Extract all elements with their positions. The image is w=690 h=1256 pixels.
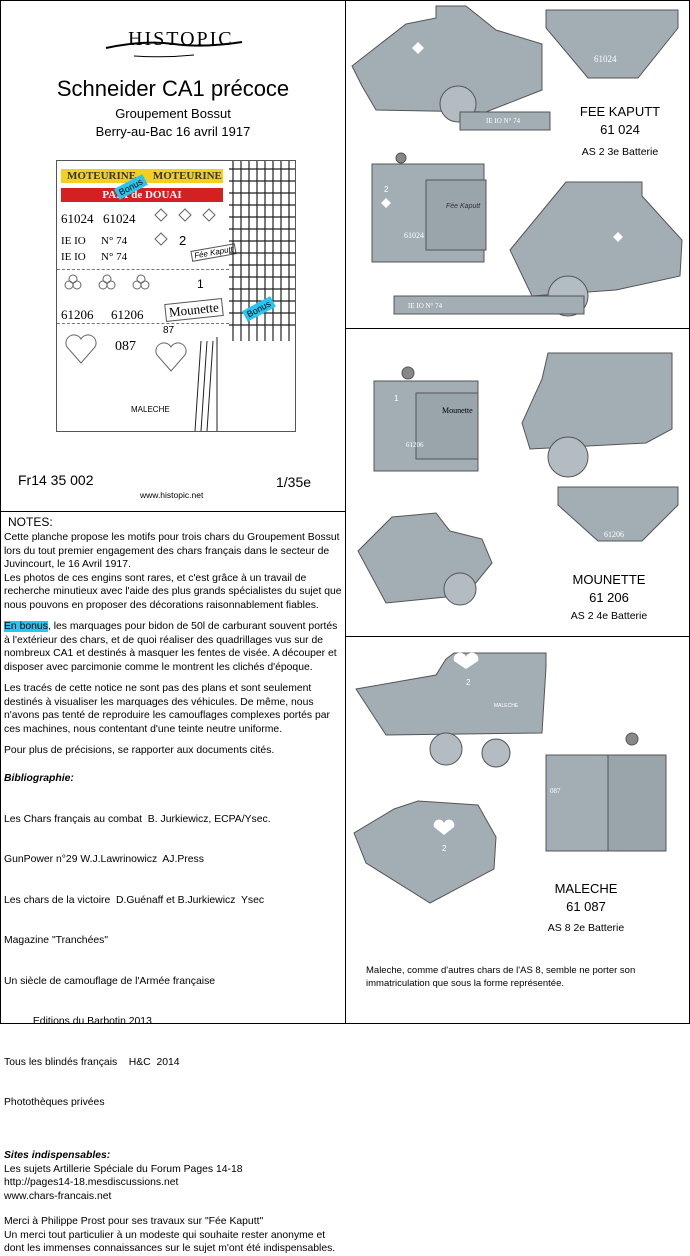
douai-label: DOUAI [144,189,182,201]
maleche-front-two: 2 [466,678,471,687]
decal-mounette: Mounette [164,298,224,322]
website-link[interactable]: www.histopic.net [140,490,204,500]
maleche-side-two: 2 [442,844,447,853]
notes-p1-text: Cette planche propose les motifs pour tr… [4,532,340,570]
sites-title: Sites indispensables: [4,1149,111,1161]
maleche-heart-icon [453,652,479,669]
decal-61206-a: 61206 [61,307,94,322]
decal-rail-4: N° 74 [101,251,128,263]
notes-p4: Pour plus de précisions, se rapporter au… [4,745,275,756]
maleche-number: 61 087 [566,899,606,914]
notes-p1: Cette planche propose les motifs pour tr… [4,531,344,572]
biblio-list: Les Chars français au combat B. Jurkiewi… [4,786,344,1137]
line-strips [194,337,218,431]
decal-rail-2: N° 74 [101,235,128,247]
biblio-item: Editions du Barbotin 2013 [4,1016,152,1027]
decal-rail-1: IE IO [61,235,86,247]
biblio-item: Photothèques privées [4,1097,105,1108]
maleche-name-decal: MALECHE [494,703,519,709]
club-icons [64,274,150,290]
decal-maleche: MALECHE [131,405,170,414]
notes-heading: NOTES: [8,515,53,529]
subtitle-group: Groupement Bossut [115,106,231,121]
biblio-item: Les chars de la victoire D.Guénaff et B.… [4,894,265,906]
decal-divider [57,269,229,270]
maleche-rear-number: 087 [550,787,561,795]
de-label: de [131,189,143,201]
notes-p1b-text: Les photos de ces engins sont rares, et … [4,572,342,611]
notes-p3: Les tracés de cette notice ne sont pas d… [4,683,331,735]
biblio-item: Un siècle de camouflage de l'Armée franç… [4,975,216,987]
maleche-drawings: 2 2 MALECHE 087 [353,652,667,904]
fee-kaputt-unit: AS 2 3e Batterie [581,146,659,158]
mounette-unit: AS 2 4e Batterie [570,610,648,622]
fee-rail-text-2: IE IO N° 74 [408,302,443,310]
decal-two: 2 [179,233,187,248]
heart-icon-right [155,342,187,372]
maleche-heart-icon-2 [433,819,455,835]
moteurine-label-1: MOTEURINE [67,170,137,182]
sites-title-text: Sites indispensables [4,1149,107,1161]
fee-kaputt-name: FEE KAPUTT [579,104,661,119]
logo-swoosh-icon [105,41,243,58]
decal-087: 087 [115,339,136,354]
maleche-name: MALECHE [554,881,618,896]
biblio-item: GunPower n°29 W.J.Lawrinowicz AJ.Press [4,854,204,865]
notes-section: NOTES: Cette planche propose les motifs … [4,515,344,1256]
mounette-front-number: 61206 [406,441,424,449]
decal-rail-3: IE IO [61,251,86,263]
decal-61024-a: 61024 [61,211,94,226]
sites-list: Les sujets Artillerie Spéciale du Forum … [4,1163,344,1204]
heart-icon-large [65,334,97,364]
fee-front-number: 61024 [404,231,424,240]
mounette-rear-number: 61206 [604,530,624,539]
fee-rear-number: 61024 [594,54,617,64]
subtitle-date: Berry-au-Bac 16 avril 1917 [95,124,251,139]
thanks-1: Merci à Philippe Prost pour ses travaux … [4,1216,264,1227]
notes-p2-text: , les marquages pour bidon de 50l de car… [4,621,338,673]
mounette-drawings: 1 61206 Mounette 61206 [357,352,679,606]
scale-label: 1/35e [276,474,312,490]
decal-87: 87 [163,325,175,336]
bonus-highlight: En bonus [4,621,48,632]
notes-p1b: Les photos de ces engins sont rares, et … [4,572,344,613]
logo-text: HISTOPIC [128,28,234,50]
fee-rail-text: IE IO N° 74 [486,117,521,125]
histopic-logo: HISTOPIC [104,26,244,62]
fee-front-two: 2 [384,185,389,194]
fee-kaputt-number: 61 024 [600,122,640,137]
mounette-number: 61 206 [589,590,629,605]
moteurine-label-2: MOTEURINE [152,170,222,182]
biblio-item: Les Chars français au combat B. Jurkiewi… [4,813,271,825]
mounette-front-one: 1 [394,394,399,403]
maleche-unit: AS 8 2e Batterie [547,922,625,934]
site-link[interactable]: http://pages14-18.mesdiscussions.net [4,1177,179,1188]
douai-strip: PAIX de DOUAI [61,188,223,202]
decal-sheet: MOTEURINE MOTEURINE PAIX de DOUAI Bonus … [56,160,296,432]
mounette-name-decal: Mounette [442,406,473,415]
page-title: Schneider CA1 précoce [56,76,290,101]
fee-kaputt-drawings: IE IO N° 74 61024 61024 2 Fée Kaputt IE … [351,5,683,317]
site-item: Les sujets Artillerie Spéciale du Forum … [4,1163,243,1175]
biblio-item: Tous les blindés français H&C 2014 [4,1056,180,1068]
decal-one: 1 [197,277,204,291]
decal-61024-b: 61024 [103,211,136,226]
biblio-title: Bibliographie: [4,772,74,784]
notes-p2: En bonus, les marquages pour bidon de 50… [4,620,344,674]
mounette-name: MOUNETTE [572,572,646,587]
decal-divider-2 [57,323,229,324]
site-link[interactable]: www.chars-francais.net [4,1190,112,1202]
grid-pattern [229,161,295,341]
thanks-2: Un merci tout particulier à un modeste q… [4,1229,336,1255]
fee-front-kaputt: Fée Kaputt [446,203,481,210]
biblio-item: Magazine "Tranchées" [4,935,109,946]
decal-61206-b: 61206 [111,307,144,322]
diamond-icons [154,208,216,246]
ref-number: Fr14 35 002 [18,472,94,488]
maleche-note: Maleche, comme d'autres chars de l'AS 8,… [366,965,636,989]
biblio-title-text: Bibliographie [4,772,71,784]
